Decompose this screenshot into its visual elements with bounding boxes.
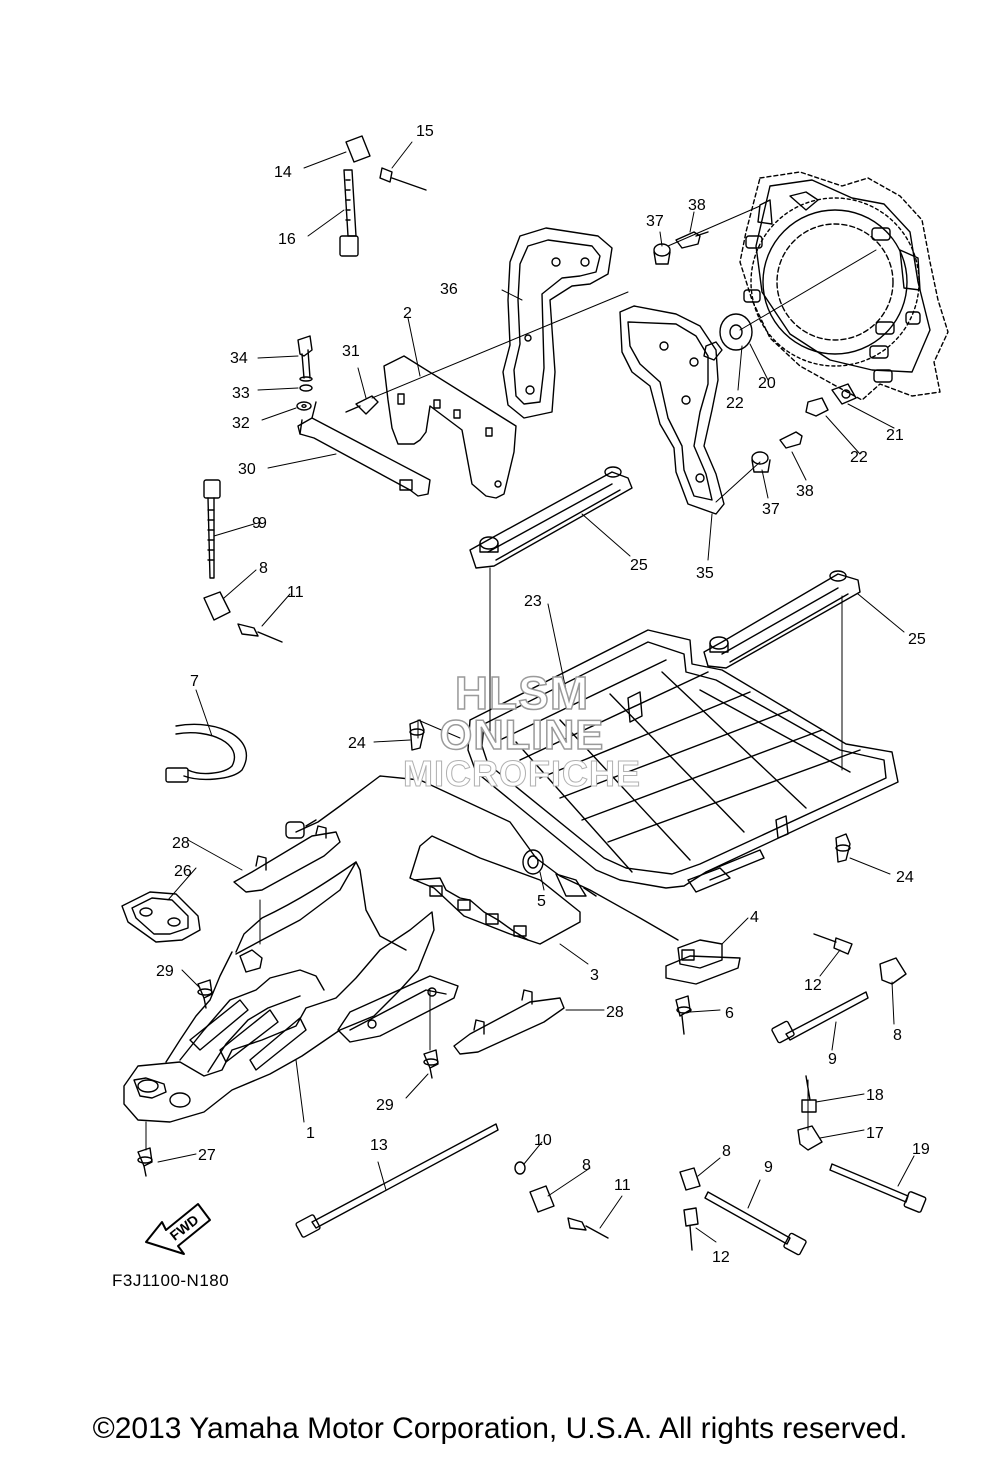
cable-5 [285, 775, 679, 941]
callout-leaders [157, 141, 915, 1243]
callout-label: 12 [804, 977, 822, 994]
callout-label: 2 [403, 305, 412, 322]
callout-label: 9 [764, 1159, 773, 1176]
callout-label: 38 [688, 197, 706, 214]
callout-label: 20 [758, 375, 776, 392]
callout-label: 29 [156, 963, 174, 980]
gasket-35 [619, 305, 725, 515]
callout-label: 37 [762, 501, 780, 518]
leader-lines [145, 205, 877, 1151]
callout-label: 24 [896, 869, 914, 886]
callout-label: 30 [238, 461, 256, 478]
plate-2 [383, 355, 517, 499]
callout-label: 27 [198, 1147, 216, 1164]
plate-28 [233, 825, 565, 1055]
callout-label: 12 [712, 1249, 730, 1266]
callout-labels: 1 2 3 4 5 6 7 8 8 8 8 9 9 9 9 10 11 11 1… [156, 123, 930, 1266]
callout-label: 14 [274, 164, 292, 181]
callout-label: 37 [646, 213, 664, 230]
callout-label: 22 [726, 395, 744, 412]
bolts-29-27 [137, 979, 439, 1177]
callout-label: 18 [866, 1087, 884, 1104]
callout-label: 17 [866, 1125, 884, 1142]
callout-label: 29 [376, 1097, 394, 1114]
callout-label: 23 [524, 593, 542, 610]
callout-label: 8 [259, 560, 268, 577]
callout-label: 34 [230, 350, 248, 367]
callout-label: 13 [370, 1137, 388, 1154]
bar-3 [409, 835, 581, 945]
callout-label: 5 [537, 893, 546, 910]
cover-26 [121, 891, 201, 943]
callout-label: 10 [534, 1132, 552, 1149]
diagram-code: F3J1100-N180 [112, 1271, 230, 1290]
copyright-notice: ©2013 Yamaha Motor Corporation, U.S.A. A… [92, 1412, 908, 1445]
callout-label: 11 [614, 1177, 631, 1194]
callout-label: 4 [750, 909, 759, 926]
callout-label: 16 [278, 231, 296, 248]
bracket-30 [297, 401, 431, 497]
gasket-36 [502, 227, 613, 419]
callout-label: 33 [232, 385, 250, 402]
callout-label: 6 [725, 1005, 734, 1022]
callout-label: 9 [252, 515, 261, 532]
bolt-24 [409, 719, 851, 863]
callout-label: 3 [590, 967, 599, 984]
frame-23 [467, 629, 899, 893]
callout-label: 25 [630, 557, 648, 574]
callout-label: 28 [172, 835, 190, 852]
callout-label: 8 [582, 1157, 591, 1174]
bracket-4 [665, 939, 741, 1035]
callout-label: 22 [850, 449, 868, 466]
callout-label: 32 [232, 415, 250, 432]
callout-label: 9 [828, 1051, 837, 1068]
rail-25-upper [469, 466, 633, 569]
callout-label: 31 [342, 343, 360, 360]
callout-label: 36 [440, 281, 458, 298]
callout-label: 7 [190, 673, 199, 690]
callout-label: 21 [886, 427, 904, 444]
callout-label: 19 [912, 1141, 930, 1158]
callout-label: 11 [287, 584, 304, 601]
fwd-arrow-icon [145, 1203, 211, 1255]
callout-label: 26 [174, 863, 192, 880]
engine-mount-plate [739, 171, 949, 401]
fasteners-bottom-right [295, 933, 927, 1256]
callout-label: 15 [416, 123, 434, 140]
callout-label: 35 [696, 565, 714, 582]
rail-25-lower [703, 570, 861, 669]
callout-label: 38 [796, 483, 814, 500]
callout-label: 28 [606, 1004, 624, 1021]
callout-label: 9 [258, 515, 267, 532]
hardware-top-right [653, 231, 857, 473]
grille-1 [123, 861, 435, 1123]
callout-label: 8 [893, 1027, 902, 1044]
callout-label: 24 [348, 735, 366, 752]
callout-label: 1 [306, 1125, 315, 1142]
callout-label: 25 [908, 631, 926, 648]
callout-label: 8 [722, 1143, 731, 1160]
hardware-top-left [165, 135, 427, 783]
